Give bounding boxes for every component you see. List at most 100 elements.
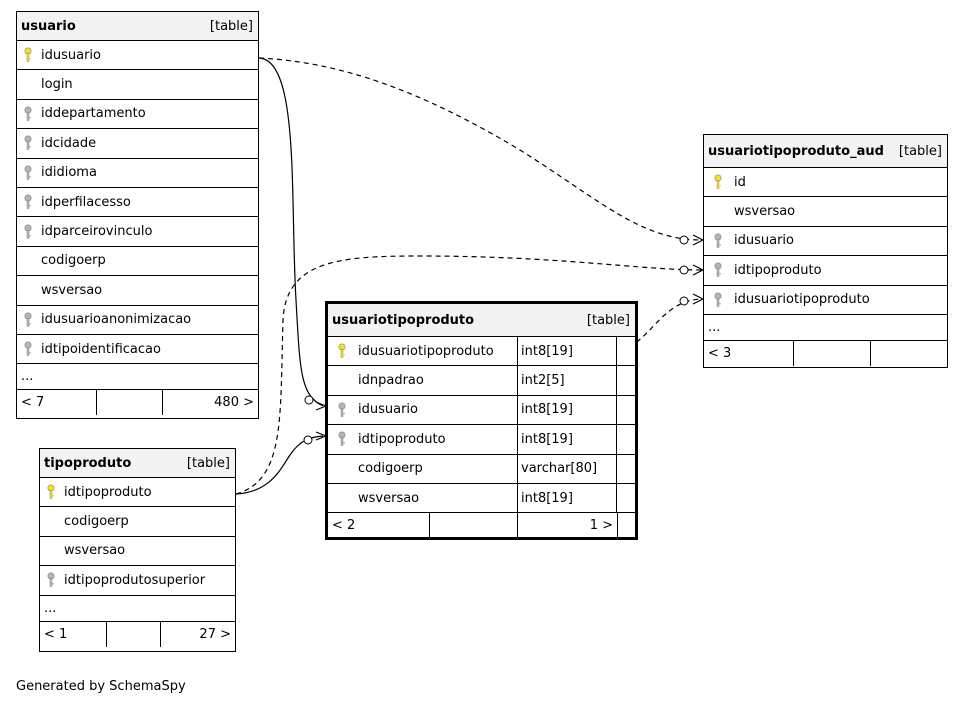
parents-count[interactable]: < 7 (17, 390, 97, 416)
table-header: tipoproduto [table] (40, 449, 235, 478)
table-header: usuariotipoproduto [table] (328, 304, 635, 337)
column-row[interactable]: wsversao (40, 537, 235, 567)
table-name[interactable]: usuariotipoproduto (332, 312, 475, 328)
parents-count[interactable]: < 1 (40, 621, 107, 647)
children-count[interactable]: 1 > (518, 513, 618, 539)
column-row[interactable]: idusuario (704, 227, 947, 257)
column-name: idparceirovinculo (41, 224, 153, 240)
column-name: idperfilacesso (41, 194, 131, 210)
column-row[interactable]: idusuarioanonimizacao (17, 306, 258, 335)
foreign-key-icon (704, 262, 732, 278)
column-row[interactable]: idusuario (17, 41, 258, 71)
rel-optional-marker (303, 435, 313, 445)
column-row[interactable]: wsversao (704, 197, 947, 227)
column-list: id wsversao idusuario idtipoproduto idusuari… (704, 168, 947, 315)
column-row[interactable]: idperfilacesso (17, 188, 258, 218)
column-datatype: int8[19] (517, 395, 617, 425)
table-tipoproduto[interactable]: tipoproduto [table] idtipoproduto codigoe… (39, 448, 236, 652)
foreign-key-icon (17, 165, 39, 181)
column-name: codigoerp (64, 514, 129, 530)
rel-crowfoot-marker (692, 264, 704, 276)
foreign-key-icon (40, 572, 62, 588)
foreign-key-icon (704, 233, 732, 249)
rel-usuario-aud (258, 57, 703, 241)
table-type: [table] (186, 455, 230, 471)
rel-optional-marker (679, 296, 689, 306)
generated-by-label: Generated by SchemaSpy (16, 679, 186, 694)
column-row[interactable]: id (704, 168, 947, 198)
table-name[interactable]: usuariotipoproduto_aud (708, 143, 884, 159)
column-name: idtipoproduto (358, 431, 446, 447)
column-row[interactable]: idcidade (17, 129, 258, 159)
table-type: [table] (209, 18, 253, 34)
foreign-key-icon (328, 431, 356, 447)
column-row[interactable]: idtipoproduto (40, 478, 235, 508)
parents-count[interactable]: < 2 (328, 513, 430, 539)
primary-key-icon (40, 484, 62, 500)
column-row[interactable]: wsversao (17, 276, 258, 306)
column-name: idusuariotipoproduto (358, 343, 494, 359)
footer-middle (794, 340, 871, 366)
footer-middle (97, 390, 163, 416)
column-row[interactable]: login (17, 70, 258, 100)
rel-crowfoot-marker (315, 401, 327, 411)
column-name: wsversao (64, 543, 126, 559)
column-row[interactable]: idtipoidentificacao (17, 335, 258, 365)
table-header: usuariotipoproduto_aud [table] (704, 135, 947, 168)
footer-middle (107, 621, 161, 647)
rel-tipoproduto-aud (235, 255, 703, 495)
table-header: usuario [table] (17, 12, 258, 41)
primary-key-icon (17, 47, 39, 63)
rel-crowfoot-marker (692, 234, 704, 246)
rel-optional-marker (679, 235, 689, 245)
column-datatype: int8[19] (517, 337, 617, 366)
footer-middle (430, 513, 518, 539)
table-usuario[interactable]: usuario [table] idusuario login iddepartam… (16, 11, 259, 419)
table-footer: < 1 27 > (40, 621, 235, 647)
table-usuariotipoproduto[interactable]: usuariotipoproduto [table] idusuariotipo… (325, 301, 638, 540)
column-name: wsversao (358, 490, 420, 506)
column-name: id (734, 174, 746, 190)
column-row[interactable]: ididioma (17, 159, 258, 188)
column-name: wsversao (41, 282, 103, 298)
column-name: idusuario (734, 233, 794, 249)
column-row[interactable]: iddepartamento (17, 100, 258, 130)
column-datatype: varchar[80] (517, 454, 617, 483)
more-columns: ... (17, 364, 258, 391)
column-row[interactable]: codigoerp (40, 507, 235, 537)
children-count[interactable]: 480 > (214, 395, 254, 411)
column-name: idtipoidentificacao (41, 341, 161, 357)
column-row[interactable]: idusuariotipoproduto int8[19] (328, 337, 635, 367)
table-footer: < 3 (704, 340, 947, 366)
primary-key-icon (328, 343, 356, 359)
parents-count[interactable]: < 3 (704, 340, 794, 366)
table-type: [table] (898, 143, 942, 159)
column-row[interactable]: idtipoproduto (704, 256, 947, 286)
table-name[interactable]: usuario (21, 18, 76, 34)
column-row[interactable]: idparceirovinculo (17, 217, 258, 247)
column-name: idtipoproduto (734, 262, 822, 278)
column-name: idusuariotipoproduto (734, 292, 870, 308)
column-row[interactable]: idtipoprodutosuperior (40, 566, 235, 596)
column-row[interactable]: codigoerp (17, 247, 258, 277)
table-type: [table] (586, 312, 630, 328)
table-footer: < 2 1 > (328, 513, 635, 539)
rel-crowfoot-marker (315, 431, 327, 441)
children-count[interactable]: 27 > (199, 626, 231, 642)
column-name: idnpadrao (358, 373, 424, 389)
more-columns: ... (704, 315, 947, 341)
table-usuariotipoproduto-aud[interactable]: usuariotipoproduto_aud [table] id wsversa… (703, 134, 948, 368)
primary-key-icon (704, 174, 732, 190)
column-name: login (41, 77, 73, 93)
column-list: idtipoproduto codigoerp wsversao idtipoprod… (40, 478, 235, 596)
column-row[interactable]: idusuariotipoproduto (704, 286, 947, 315)
table-name[interactable]: tipoproduto (44, 455, 132, 471)
